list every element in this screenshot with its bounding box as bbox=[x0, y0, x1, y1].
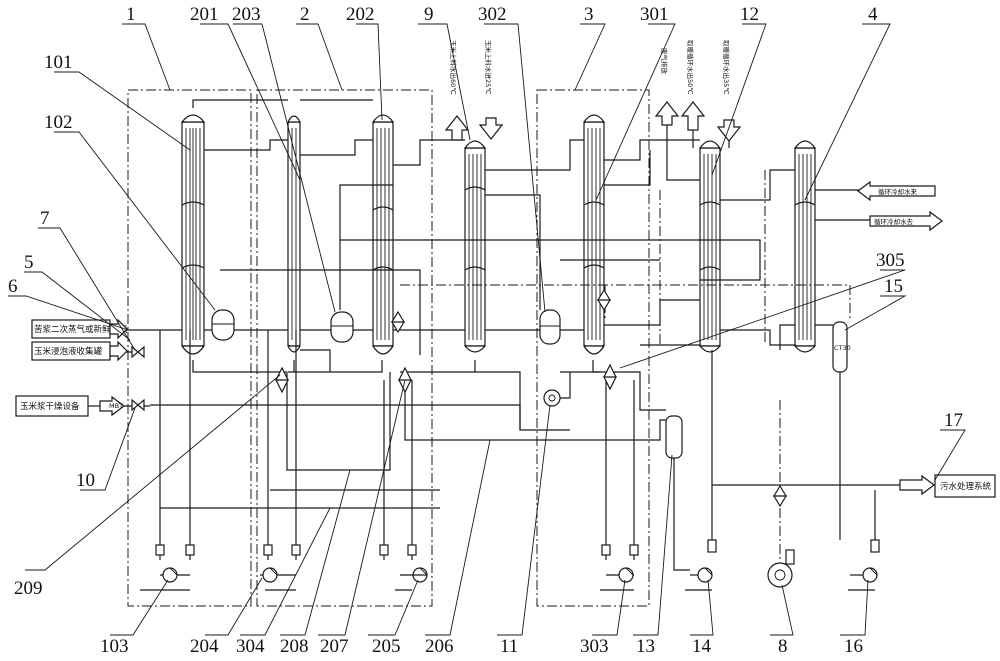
dryer-label: 玉米浆干燥设备 bbox=[20, 401, 80, 412]
ref-7: 7 bbox=[40, 208, 50, 229]
mbt-tag: MBT bbox=[109, 402, 123, 410]
ref-17: 17 bbox=[944, 410, 963, 431]
ref-209: 209 bbox=[14, 578, 43, 599]
ref-1: 1 bbox=[126, 4, 136, 25]
ref-8: 8 bbox=[778, 636, 788, 657]
ref-3: 3 bbox=[584, 4, 594, 25]
cooling-supply-label: 循环冷却水去 bbox=[874, 217, 914, 226]
ref-12: 12 bbox=[740, 4, 759, 25]
ref-14: 14 bbox=[692, 636, 712, 657]
ref-206: 206 bbox=[425, 636, 454, 657]
effect-1-enclosure bbox=[127, 89, 252, 607]
ref-4: 4 bbox=[868, 4, 878, 25]
valve-209 bbox=[275, 366, 289, 394]
separator-302 bbox=[539, 309, 561, 345]
pump-14 bbox=[697, 567, 713, 583]
ref-202: 202 bbox=[346, 4, 375, 25]
effect-2-enclosure bbox=[256, 89, 433, 607]
vacuum-pump-8 bbox=[767, 549, 795, 588]
wastewater-label: 污水处理系统 bbox=[940, 481, 992, 492]
heat-exchanger-202 bbox=[371, 114, 395, 355]
ref-208: 208 bbox=[280, 636, 309, 657]
ref-102: 102 bbox=[44, 112, 73, 133]
ref-304: 304 bbox=[236, 636, 265, 657]
heating-water-arrows bbox=[654, 101, 742, 142]
vent-gas-label: 废气排放 bbox=[660, 48, 669, 75]
heat-exchanger-301 bbox=[582, 114, 606, 355]
ref-10: 10 bbox=[76, 470, 95, 491]
pump-303 bbox=[618, 567, 634, 583]
ref-101: 101 bbox=[44, 52, 73, 73]
heating-out-label: 取暖循环水出50℃ bbox=[686, 40, 695, 95]
tank-13 bbox=[665, 415, 683, 459]
ref-5: 5 bbox=[24, 252, 34, 273]
cooling-water-return-arrow bbox=[857, 180, 936, 202]
ct30-tag: CT30 bbox=[834, 344, 851, 352]
heating-in-label: 取暖循环水出35℃ bbox=[722, 40, 731, 95]
heat-exchanger-203 bbox=[287, 115, 301, 353]
ref-207: 207 bbox=[320, 636, 349, 657]
valve-305 bbox=[603, 363, 617, 391]
corn-water-out-label: 玉米上料水出60℃ bbox=[449, 40, 458, 95]
ref-13: 13 bbox=[636, 636, 655, 657]
ref-301: 301 bbox=[640, 4, 669, 25]
separator-201 bbox=[330, 311, 354, 343]
ref-204: 204 bbox=[190, 636, 219, 657]
ref-303: 303 bbox=[580, 636, 609, 657]
effect-3-enclosure bbox=[536, 89, 650, 607]
valve-10 bbox=[131, 398, 145, 412]
filter-set bbox=[155, 539, 880, 556]
ref-6: 6 bbox=[8, 276, 18, 297]
pump-16 bbox=[862, 567, 878, 583]
ref-15: 15 bbox=[884, 276, 903, 297]
corn-water-in-label: 玉米上料水进25℃ bbox=[484, 40, 493, 95]
pump-103 bbox=[162, 567, 178, 583]
pump-204 bbox=[262, 567, 278, 583]
ref-305: 305 bbox=[876, 250, 905, 271]
ref-16: 16 bbox=[844, 636, 863, 657]
heat-exchanger-4 bbox=[793, 140, 817, 353]
ref-11: 11 bbox=[500, 636, 518, 657]
cooling-return-label: 循环冷却水来 bbox=[878, 187, 918, 196]
heat-exchanger-101 bbox=[180, 114, 206, 355]
ref-9: 9 bbox=[424, 4, 434, 25]
heat-exchanger-9 bbox=[463, 140, 487, 353]
ref-103: 103 bbox=[100, 636, 129, 657]
corn-water-arrows bbox=[444, 115, 504, 141]
soak-tank-label: 玉米浸泡液收集罐 bbox=[34, 346, 103, 357]
leader-lines bbox=[8, 23, 966, 636]
ref-2: 2 bbox=[300, 4, 310, 25]
ref-302: 302 bbox=[478, 4, 507, 25]
ref-203: 203 bbox=[232, 4, 261, 25]
separator-102 bbox=[211, 309, 235, 341]
cooling-water-supply-arrow bbox=[869, 210, 943, 232]
valve-8-line bbox=[772, 484, 788, 508]
heat-exchanger-12 bbox=[698, 140, 722, 353]
pump-11 bbox=[543, 389, 561, 407]
ref-201: 201 bbox=[190, 4, 219, 25]
ref-205: 205 bbox=[372, 636, 401, 657]
wastewater-box bbox=[934, 474, 996, 498]
steam-inlet-label: 苦浆二次蒸气或新鲜蒸汽 bbox=[34, 324, 128, 335]
